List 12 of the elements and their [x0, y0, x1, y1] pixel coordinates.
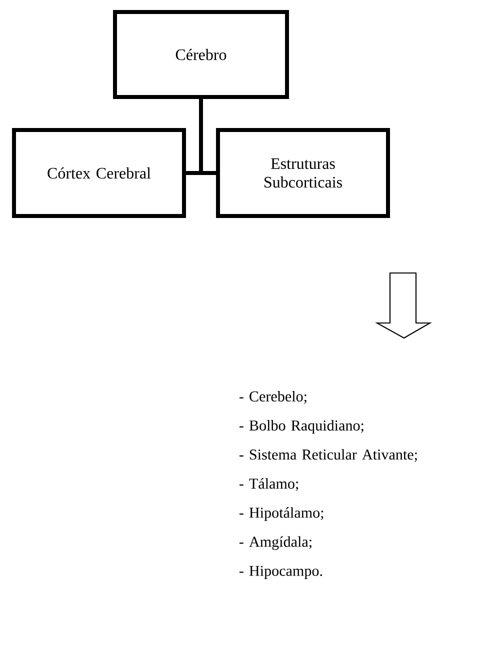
list-item: - Tálamo;	[240, 478, 298, 491]
text-box: Estruturas Subcorticais	[216, 128, 390, 218]
text-box: Cérebro	[113, 10, 289, 100]
list-item: - Sistema Reticular Ativante;	[240, 449, 417, 462]
list-item: - Hipotálamo;	[240, 507, 324, 521]
list-item: - Bolbo Raquidiano;	[240, 420, 364, 434]
block-arrow	[374, 272, 432, 339]
list-item: - Amgídala;	[240, 536, 312, 550]
list-item: - Cerebelo;	[240, 390, 306, 404]
list-item: - Hipocampo.	[240, 566, 322, 579]
connector-line	[184, 97, 218, 175]
text-box: Córtex Cerebral	[12, 128, 186, 218]
